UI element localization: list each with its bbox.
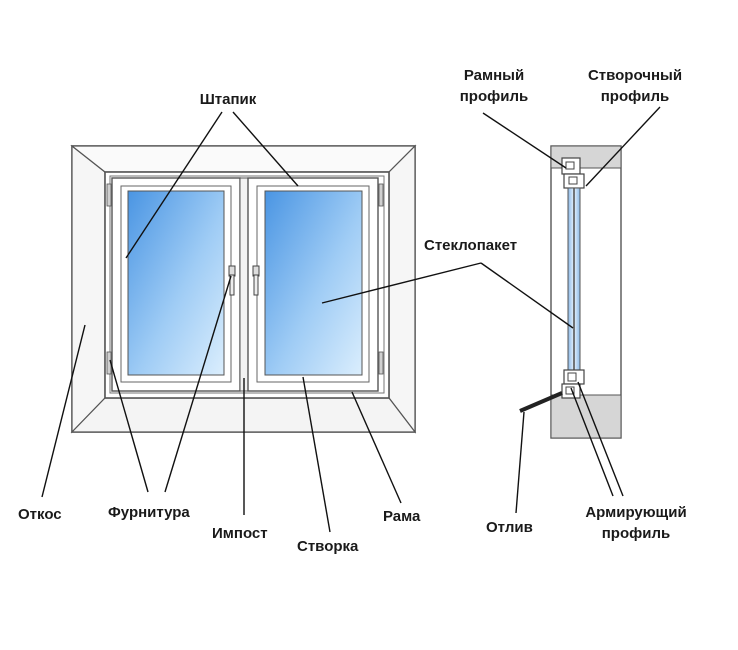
frame-profile-bottom-chamber <box>565 386 575 395</box>
leader-armiruyushchy-1 <box>570 387 614 497</box>
leader-steklopaket-front <box>321 262 482 304</box>
slope-left-face <box>71 144 106 434</box>
label-ramny-profil-line2: профиль <box>460 88 528 105</box>
leader-furnitura-hinge <box>109 359 149 493</box>
label-furnitura: Фурнитура <box>108 504 190 521</box>
right-handle <box>252 265 260 296</box>
impost <box>239 177 249 392</box>
hinge-bottom-right <box>378 351 384 375</box>
right-glass <box>264 190 363 376</box>
labels: Штапик Откос Фурнитура Импост Створка Ра… <box>18 67 687 555</box>
label-armiruyushchy-profil-line2: профиль <box>602 525 670 542</box>
left-glass <box>127 190 225 376</box>
sash-profile-top-chamber <box>568 176 578 185</box>
hinge-top-left <box>106 183 112 207</box>
label-impost: Импост <box>212 525 268 542</box>
frame-profile-top-chamber <box>565 161 575 170</box>
leader-steklopaket-section <box>480 262 574 329</box>
label-otliv: Отлив <box>486 519 533 536</box>
drip-sill <box>519 391 563 413</box>
leader-rama <box>351 391 402 504</box>
leader-otkos <box>41 324 86 498</box>
label-steklopaket: Стеклопакет <box>424 237 517 254</box>
leader-stvorka <box>302 376 331 533</box>
slope-right-face <box>388 144 416 434</box>
label-stvorochny-profil-line1: Створочный <box>588 67 682 84</box>
leader-shtapik-right <box>232 111 299 187</box>
leader-stvorochny-profil <box>585 106 661 187</box>
label-shtapik: Штапик <box>200 91 257 108</box>
leader-armiruyushchy-2 <box>577 381 624 497</box>
leader-otliv <box>515 411 525 514</box>
slope-top-face <box>70 145 417 173</box>
hinge-top-right <box>378 183 384 207</box>
leader-furnitura-handle <box>164 275 232 493</box>
label-stvorka: Створка <box>297 538 359 555</box>
label-rama: Рама <box>383 508 421 525</box>
left-handle <box>228 265 236 296</box>
label-armiruyushchy-profil-line1: Армирующий <box>585 504 686 521</box>
leader-shtapik-left <box>125 111 223 259</box>
window-cross-section <box>519 145 622 439</box>
leader-ramny-profil <box>482 112 567 169</box>
label-ramny-profil-line1: Рамный <box>464 67 524 84</box>
reinforcing-profile <box>567 372 577 382</box>
leader-lines <box>41 106 661 533</box>
label-stvorochny-profil-line2: профиль <box>601 88 669 105</box>
label-otkos: Откос <box>18 506 62 523</box>
